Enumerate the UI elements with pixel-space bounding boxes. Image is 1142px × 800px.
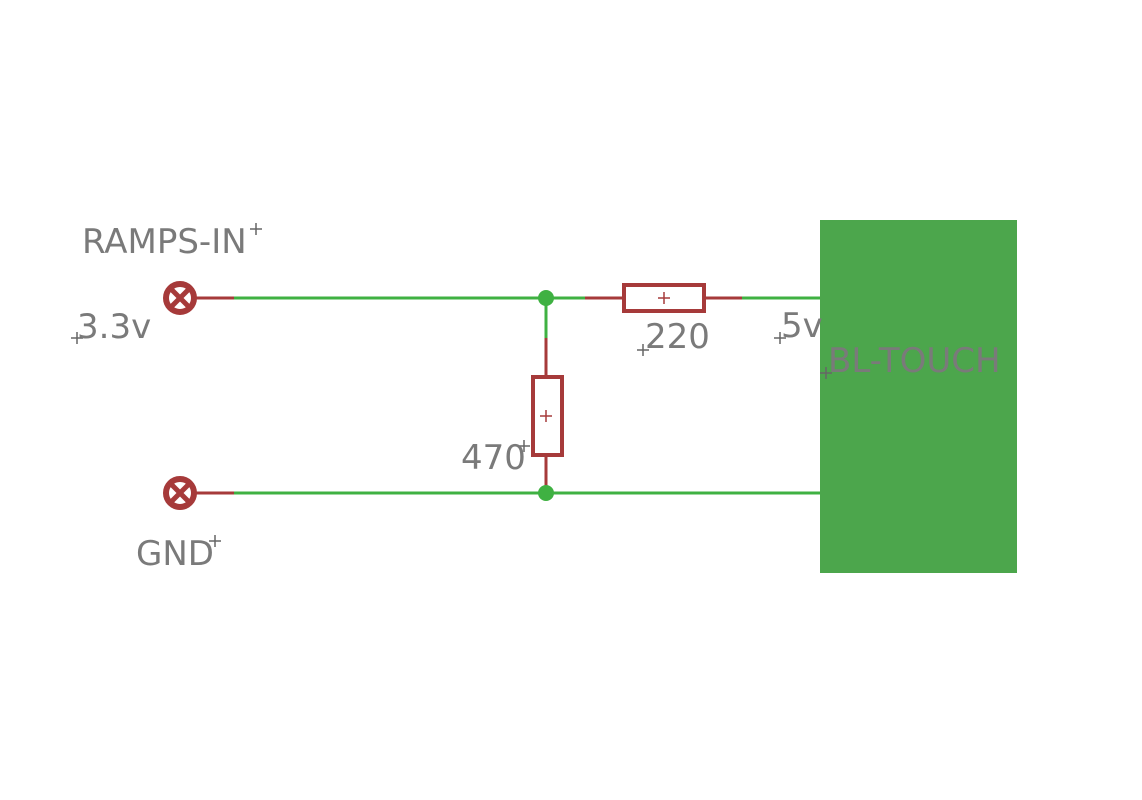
origin-cross-icon (71, 223, 832, 547)
bl-touch-block[interactable] (820, 220, 1017, 573)
terminal-3v3-icon[interactable] (163, 281, 197, 315)
junction-bottom (538, 485, 554, 501)
terminal-gnd-icon[interactable] (163, 476, 197, 510)
resistor-470-label: 470 (461, 438, 526, 478)
gnd-label: GND (136, 534, 214, 574)
bl-touch-label: BL-TOUCH (828, 341, 1001, 381)
resistor-220-label: 220 (645, 317, 710, 357)
junction-top (538, 290, 554, 306)
output-voltage-label: 5v (781, 306, 823, 346)
input-voltage-label: 3.3v (77, 307, 151, 347)
ramps-in-label: RAMPS-IN (82, 222, 247, 262)
